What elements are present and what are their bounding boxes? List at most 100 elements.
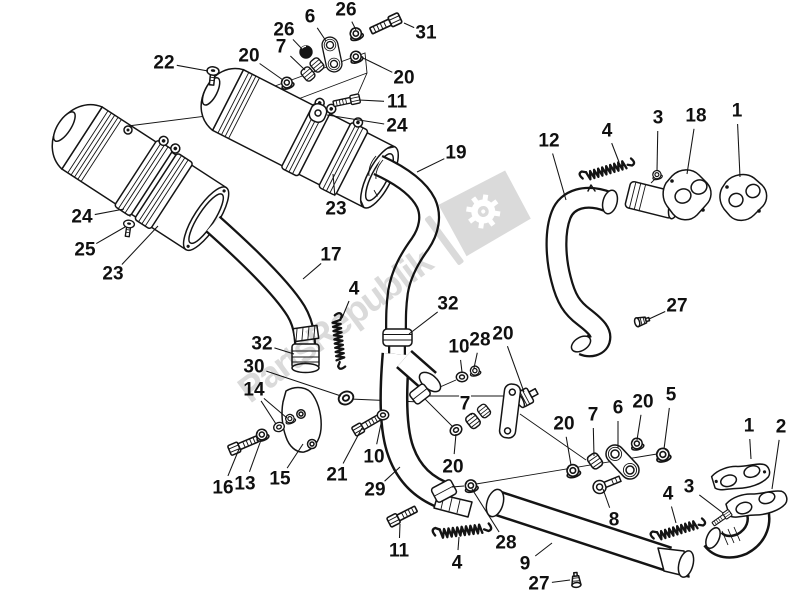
part-callout-13: 13 bbox=[233, 439, 262, 496]
part-callout-20: 20 bbox=[491, 322, 525, 393]
part-number: 1 bbox=[732, 101, 743, 122]
part-callout-7: 7 bbox=[458, 392, 473, 416]
part-number: 20 bbox=[632, 392, 653, 413]
part-number: 7 bbox=[276, 37, 287, 58]
leader-line bbox=[94, 208, 125, 216]
part-callout-7: 7 bbox=[586, 403, 600, 457]
part-number: 27 bbox=[666, 296, 687, 317]
part-callout-5: 5 bbox=[663, 383, 678, 450]
part-number: 23 bbox=[325, 199, 346, 220]
manifold-lower bbox=[648, 463, 788, 559]
leader-line bbox=[771, 439, 780, 490]
part-callout-27: 27 bbox=[527, 572, 571, 596]
leader-line bbox=[286, 443, 304, 469]
part-callout-8: 8 bbox=[602, 488, 621, 532]
leader-line bbox=[670, 506, 677, 524]
part-number: 4 bbox=[602, 121, 613, 142]
leader-line bbox=[316, 27, 327, 42]
part-callout-12: 12 bbox=[537, 129, 567, 201]
part-callout-20: 20 bbox=[441, 433, 465, 479]
part-callout-29: 29 bbox=[363, 466, 401, 502]
manifold-upper bbox=[624, 168, 768, 222]
part-callout-21: 21 bbox=[325, 427, 363, 487]
leader-line bbox=[274, 347, 295, 355]
leader-line bbox=[351, 21, 357, 31]
part-callout-4: 4 bbox=[600, 119, 620, 163]
part-callout-20: 20 bbox=[552, 412, 576, 466]
silencer-left bbox=[51, 103, 230, 252]
leader-line bbox=[471, 488, 500, 533]
leader-line bbox=[302, 263, 322, 280]
part-callout-11: 11 bbox=[387, 523, 411, 563]
leader-line bbox=[326, 114, 385, 125]
part-callout-20: 20 bbox=[237, 44, 284, 81]
part-callout-4: 4 bbox=[341, 277, 361, 319]
leader-line bbox=[259, 63, 284, 81]
part-number: 15 bbox=[269, 469, 291, 490]
part-number: 24 bbox=[386, 116, 408, 137]
leader-line bbox=[663, 407, 670, 450]
bolt-8 bbox=[592, 475, 622, 495]
part-callout-14: 14 bbox=[242, 378, 288, 425]
leader-line bbox=[358, 99, 385, 102]
cap-nut-26 bbox=[299, 45, 313, 59]
part-number: 12 bbox=[538, 131, 559, 152]
part-callout-10: 10 bbox=[362, 418, 386, 469]
part-callout-32: 32 bbox=[408, 292, 460, 335]
part-callout-1: 1 bbox=[730, 99, 744, 178]
silencer-right bbox=[200, 67, 399, 209]
leader-line bbox=[473, 352, 478, 369]
part-callout-4: 4 bbox=[661, 482, 677, 524]
part-number: 30 bbox=[243, 357, 264, 378]
part-callout-23: 23 bbox=[101, 225, 159, 286]
part-callout-10: 10 bbox=[447, 335, 471, 373]
part-number: 18 bbox=[685, 106, 706, 127]
bracket-plate bbox=[498, 383, 522, 439]
part-number: 9 bbox=[520, 554, 531, 575]
leader-line bbox=[408, 311, 439, 335]
part-number: 27 bbox=[528, 574, 549, 595]
leader-line bbox=[266, 370, 342, 397]
part-number: 26 bbox=[273, 20, 294, 41]
leader-line bbox=[749, 438, 752, 460]
part-number: 7 bbox=[588, 405, 599, 426]
leader-line bbox=[416, 158, 445, 173]
part-number: 11 bbox=[387, 92, 408, 113]
part-callout-3: 3 bbox=[651, 106, 665, 172]
leader-line bbox=[534, 542, 553, 557]
part-number: 32 bbox=[437, 294, 458, 315]
leader-line bbox=[686, 128, 695, 175]
part-number: 28 bbox=[469, 330, 490, 351]
leader-line bbox=[611, 142, 620, 163]
leader-line bbox=[398, 523, 401, 539]
leader-line bbox=[384, 466, 401, 482]
part-number: 1 bbox=[744, 416, 755, 437]
part-number: 29 bbox=[364, 480, 385, 501]
part-number: 26 bbox=[335, 0, 356, 21]
part-callout-27: 27 bbox=[648, 294, 689, 320]
leader-line bbox=[342, 427, 363, 464]
part-callout-24: 24 bbox=[70, 205, 125, 229]
part-number: 20 bbox=[442, 457, 463, 478]
leader-line bbox=[403, 22, 415, 29]
part-callout-6: 6 bbox=[611, 396, 625, 448]
part-number: 24 bbox=[71, 207, 93, 228]
hanger-hardware-right bbox=[563, 436, 673, 495]
leader-line bbox=[636, 414, 642, 441]
part-number: 23 bbox=[102, 264, 123, 285]
washer-10 bbox=[455, 371, 469, 383]
header-pipe-12 bbox=[545, 184, 652, 358]
leader-line bbox=[699, 494, 724, 514]
part-callout-15: 15 bbox=[268, 443, 304, 491]
mount-tab-24 bbox=[308, 103, 328, 123]
part-callout-24: 24 bbox=[326, 114, 409, 138]
part-number: 5 bbox=[666, 385, 677, 406]
part-number: 20 bbox=[393, 68, 414, 89]
leader-line bbox=[602, 488, 611, 508]
part-number: 4 bbox=[663, 484, 674, 505]
watermark-bar bbox=[424, 215, 464, 265]
part-callout-16: 16 bbox=[211, 448, 240, 500]
leader-line bbox=[737, 123, 741, 178]
